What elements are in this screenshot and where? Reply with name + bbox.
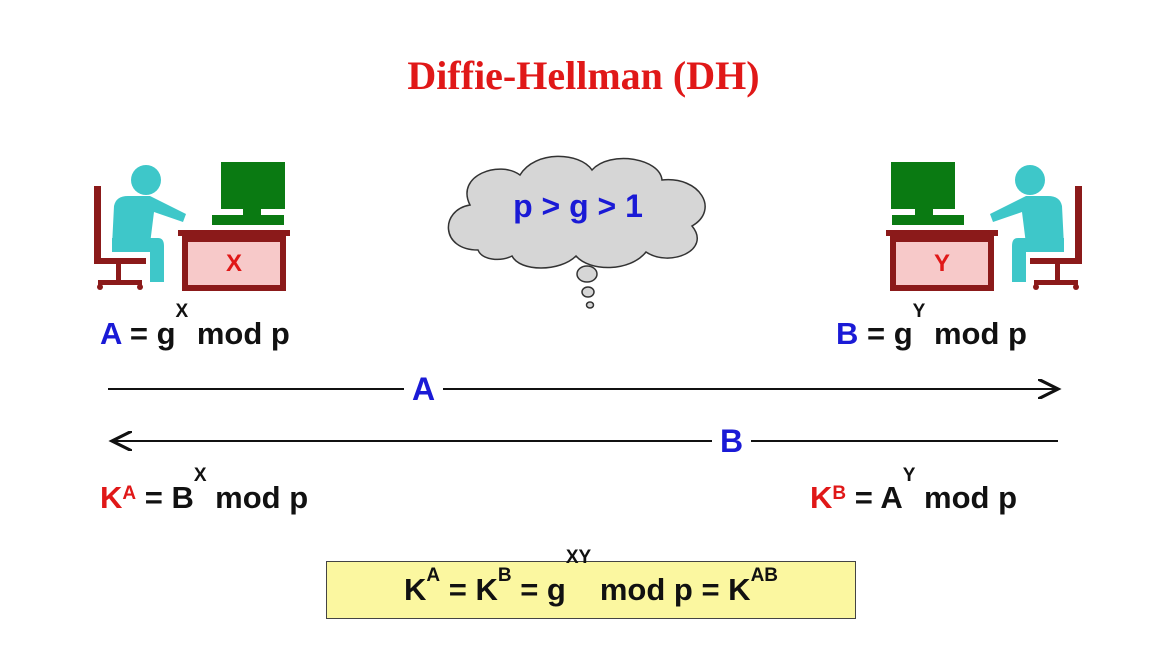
bob-key-equation: KB = AY mod p — [810, 466, 1018, 516]
arrow-b-label: B — [712, 423, 752, 460]
bob-key-exp: Y — [902, 465, 916, 486]
result-k-a: K — [403, 572, 427, 607]
bob-key-rhs-tail: mod p — [924, 480, 1018, 515]
result-eq-1: = — [448, 572, 467, 607]
bob-workstation — [886, 162, 1082, 291]
bob-chair — [1030, 186, 1082, 290]
alice-public-exp: X — [175, 301, 189, 322]
alice-key-rhs-base: = B — [144, 480, 194, 515]
result-sub-a: A — [426, 565, 441, 586]
alice-key-exp: X — [193, 465, 207, 486]
alice-public-equation: A = gX mod p — [100, 302, 290, 352]
shared-key-box: KA = KB = gXY mod p = KAB — [326, 548, 856, 619]
alice-person — [112, 165, 186, 282]
bob-public-equation: B = gY mod p — [836, 302, 1027, 352]
result-k-ab: K — [728, 572, 751, 607]
alice-chair — [94, 186, 146, 290]
bob-person — [990, 165, 1064, 282]
alice-public-name: A — [100, 316, 122, 351]
result-sub-b: B — [497, 565, 512, 586]
result-exp: XY — [565, 547, 592, 568]
alice-desk — [178, 230, 290, 291]
thought-cloud — [447, 155, 706, 309]
alice-key-equation: KA = BX mod p — [100, 466, 309, 516]
bob-public-rhs-base: = g — [867, 316, 913, 351]
result-sub-ab: AB — [750, 565, 779, 586]
bob-public-exp: Y — [912, 301, 926, 322]
alice-key-name: KA — [100, 480, 137, 515]
alice-public-rhs-tail: mod p — [196, 316, 290, 351]
bob-public-name: B — [836, 316, 859, 351]
bob-monitor — [891, 162, 964, 225]
bob-secret-label: Y — [933, 250, 950, 277]
bob-key-rhs-base: = A — [854, 480, 903, 515]
page-title: Diffie-Hellman (DH) — [407, 53, 760, 98]
alice-key-rhs-tail: mod p — [215, 480, 309, 515]
result-k-b: K — [475, 572, 498, 607]
arrow-a-label: A — [404, 371, 444, 408]
result-eq-2: = g — [520, 572, 566, 607]
cloud-condition: p > g > 1 — [513, 188, 643, 224]
result-tail: mod p = — [599, 572, 720, 607]
alice-monitor — [212, 162, 285, 225]
bob-public-rhs-tail: mod p — [933, 316, 1027, 351]
alice-public-rhs-base: = g — [129, 316, 176, 351]
bob-key-name: KB — [810, 480, 847, 515]
alice-workstation — [94, 162, 290, 291]
alice-secret-label: X — [225, 250, 242, 277]
bob-desk — [886, 230, 998, 291]
